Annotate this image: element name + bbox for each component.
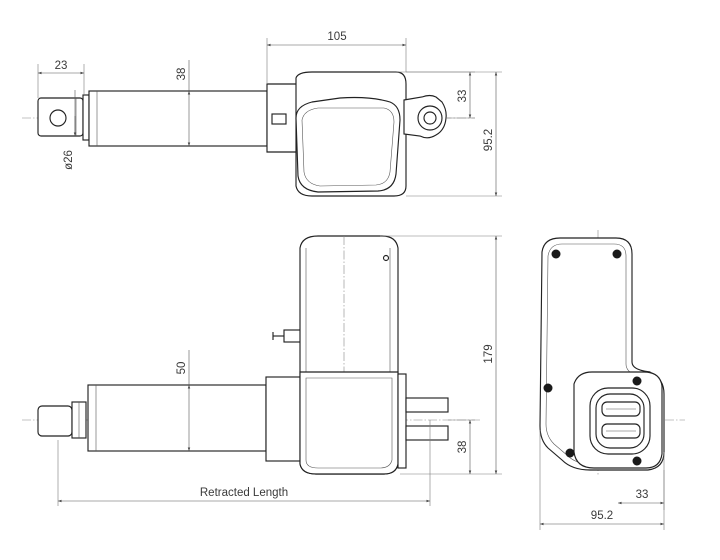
dim-side-overall-height: 179 [483,344,495,363]
top-rear-eye-hole [423,111,437,125]
side-bracket-arm-bottom [405,425,449,441]
dim-side-tube-height: 50 [176,362,188,375]
side-bracket-plate [397,373,407,469]
top-motor-cover [295,96,401,193]
dim-top-overall-height: 95.2 [483,129,495,151]
end-screws [543,249,642,466]
dim-top-tube-height: 38 [176,68,188,81]
top-rear-eye [403,94,447,139]
side-outer-tube [87,384,267,452]
top-rear-eye-ring [417,105,443,131]
side-rod-end [37,405,73,437]
end-view: 33 95.2 [539,230,685,530]
dim-eye-height: 33 [457,90,469,103]
dim-rod-end-length: 23 [55,60,68,72]
dim-housing-width: 105 [327,31,346,43]
top-rod-end-hole [49,109,67,127]
dim-end-eye-offset: 33 [636,489,649,501]
dim-retracted-length: Retracted Length [200,487,288,499]
top-collar [82,94,90,141]
dim-end-overall-width: 95.2 [591,510,613,522]
dim-bracket-height: 38 [457,441,469,454]
side-pin [283,329,303,343]
top-view: 23 38 105 33 95.2 ø26 [22,31,502,197]
side-transition [265,376,303,462]
top-outer-tube [88,90,268,147]
top-small-boss [271,113,287,125]
side-bracket-arm-top [405,397,449,413]
side-view: 50 179 38 Retracted Length [22,235,502,506]
end-connector [589,387,651,455]
side-gear-cover [299,371,399,475]
dim-rod-diameter: ø26 [63,150,75,170]
